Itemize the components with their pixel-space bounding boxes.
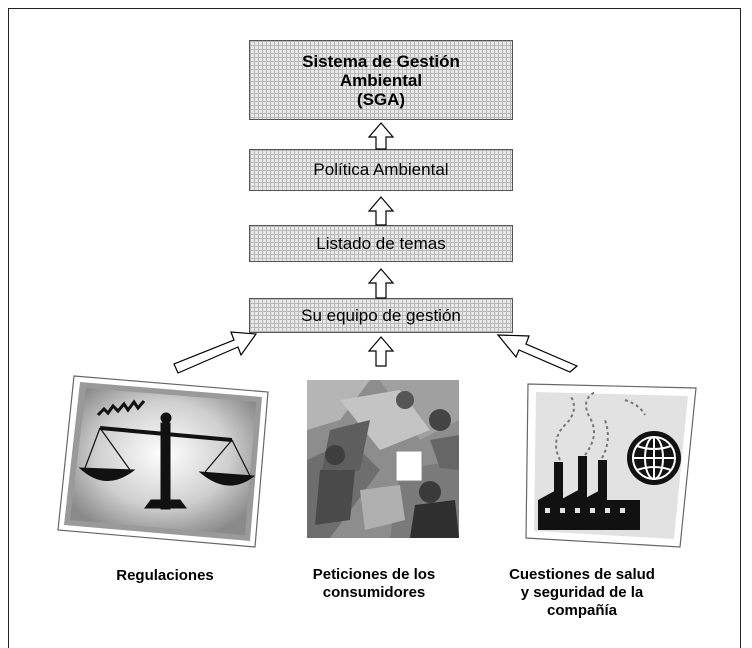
caption-peticiones-line-1: Peticiones de los: [312, 566, 436, 583]
caption-regulaciones-line: Regulaciones: [116, 567, 214, 584]
caption-cuestiones: Cuestiones de salud y seguridad de la co…: [484, 566, 680, 620]
regulaciones-picture: [57, 375, 269, 548]
globe-icon: [627, 431, 681, 485]
listado-label: Listado de temas: [316, 233, 446, 253]
diagram-frame: [8, 8, 741, 648]
caption-peticiones: Peticiones de los consumidores: [276, 566, 472, 602]
sga-line-2: Ambiental: [339, 70, 423, 90]
arrow-diag-cuestiones: [496, 334, 579, 373]
box-sistema-gestion-ambiental: Sistema de Gestión Ambiental (SGA): [249, 40, 513, 120]
arrow-diag-regulaciones: [173, 331, 258, 374]
sga-line-3: (SGA): [356, 89, 406, 109]
politica-label: Política Ambiental: [313, 160, 449, 179]
arrow-up-consumidores-to-equipo: [367, 336, 395, 367]
peticiones-picture: [307, 380, 459, 538]
arrow-up-listado-to-politica: [367, 196, 395, 226]
box-politica-ambiental: Política Ambiental: [249, 149, 513, 191]
arrow-up-politica-to-sga: [367, 122, 395, 150]
box-equipo-gestion: Su equipo de gestión: [249, 298, 513, 333]
caption-cuestiones-line-1: Cuestiones de salud: [509, 566, 655, 583]
caption-peticiones-line-2: consumidores: [322, 584, 426, 601]
caption-regulaciones: Regulaciones: [80, 567, 250, 585]
equipo-label: Su equipo de gestión: [301, 305, 461, 325]
sga-line-1: Sistema de Gestión: [302, 51, 460, 71]
arrow-up-equipo-to-listado: [367, 268, 395, 299]
cuestiones-picture: [525, 383, 697, 548]
caption-cuestiones-line-3: compañía: [546, 602, 618, 619]
caption-cuestiones-line-2: y seguridad de la: [520, 584, 644, 601]
box-listado-temas: Listado de temas: [249, 225, 513, 262]
